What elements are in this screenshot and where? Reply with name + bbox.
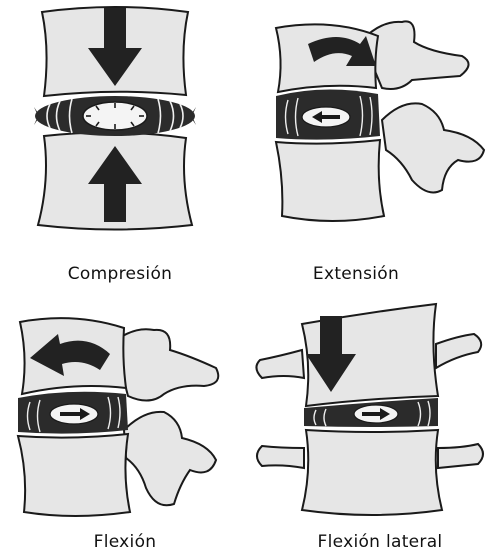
compression-panel: [20, 0, 230, 250]
lower-spinous-process: [124, 412, 216, 505]
bulging-disc: [34, 96, 196, 136]
upper-right-transverse-process: [436, 334, 481, 368]
upper-spinous-process: [362, 21, 469, 89]
lower-spinous-process: [382, 103, 484, 192]
caption-extension: Extensión: [276, 264, 436, 284]
lower-left-transverse-process: [257, 446, 304, 468]
upper-spinous-process: [114, 329, 218, 400]
lateral-flexion-panel: [250, 298, 491, 524]
compression-illustration: [20, 0, 230, 250]
extension-illustration: [262, 0, 491, 250]
flexion-illustration: [4, 298, 244, 524]
caption-flexion: Flexión: [45, 532, 205, 552]
lower-vertebra: [302, 430, 442, 515]
disc: [276, 89, 380, 139]
flexion-panel: [4, 298, 244, 524]
upper-left-transverse-process: [256, 350, 304, 378]
extension-panel: [262, 0, 491, 250]
disc: [18, 392, 128, 434]
lower-vertebra: [18, 434, 130, 516]
lateral-flexion-illustration: [250, 298, 491, 524]
caption-compression: Compresión: [40, 264, 200, 284]
lower-vertebra: [276, 140, 384, 221]
caption-lateral-flexion: Flexión lateral: [290, 532, 470, 552]
lower-right-transverse-process: [438, 444, 483, 468]
